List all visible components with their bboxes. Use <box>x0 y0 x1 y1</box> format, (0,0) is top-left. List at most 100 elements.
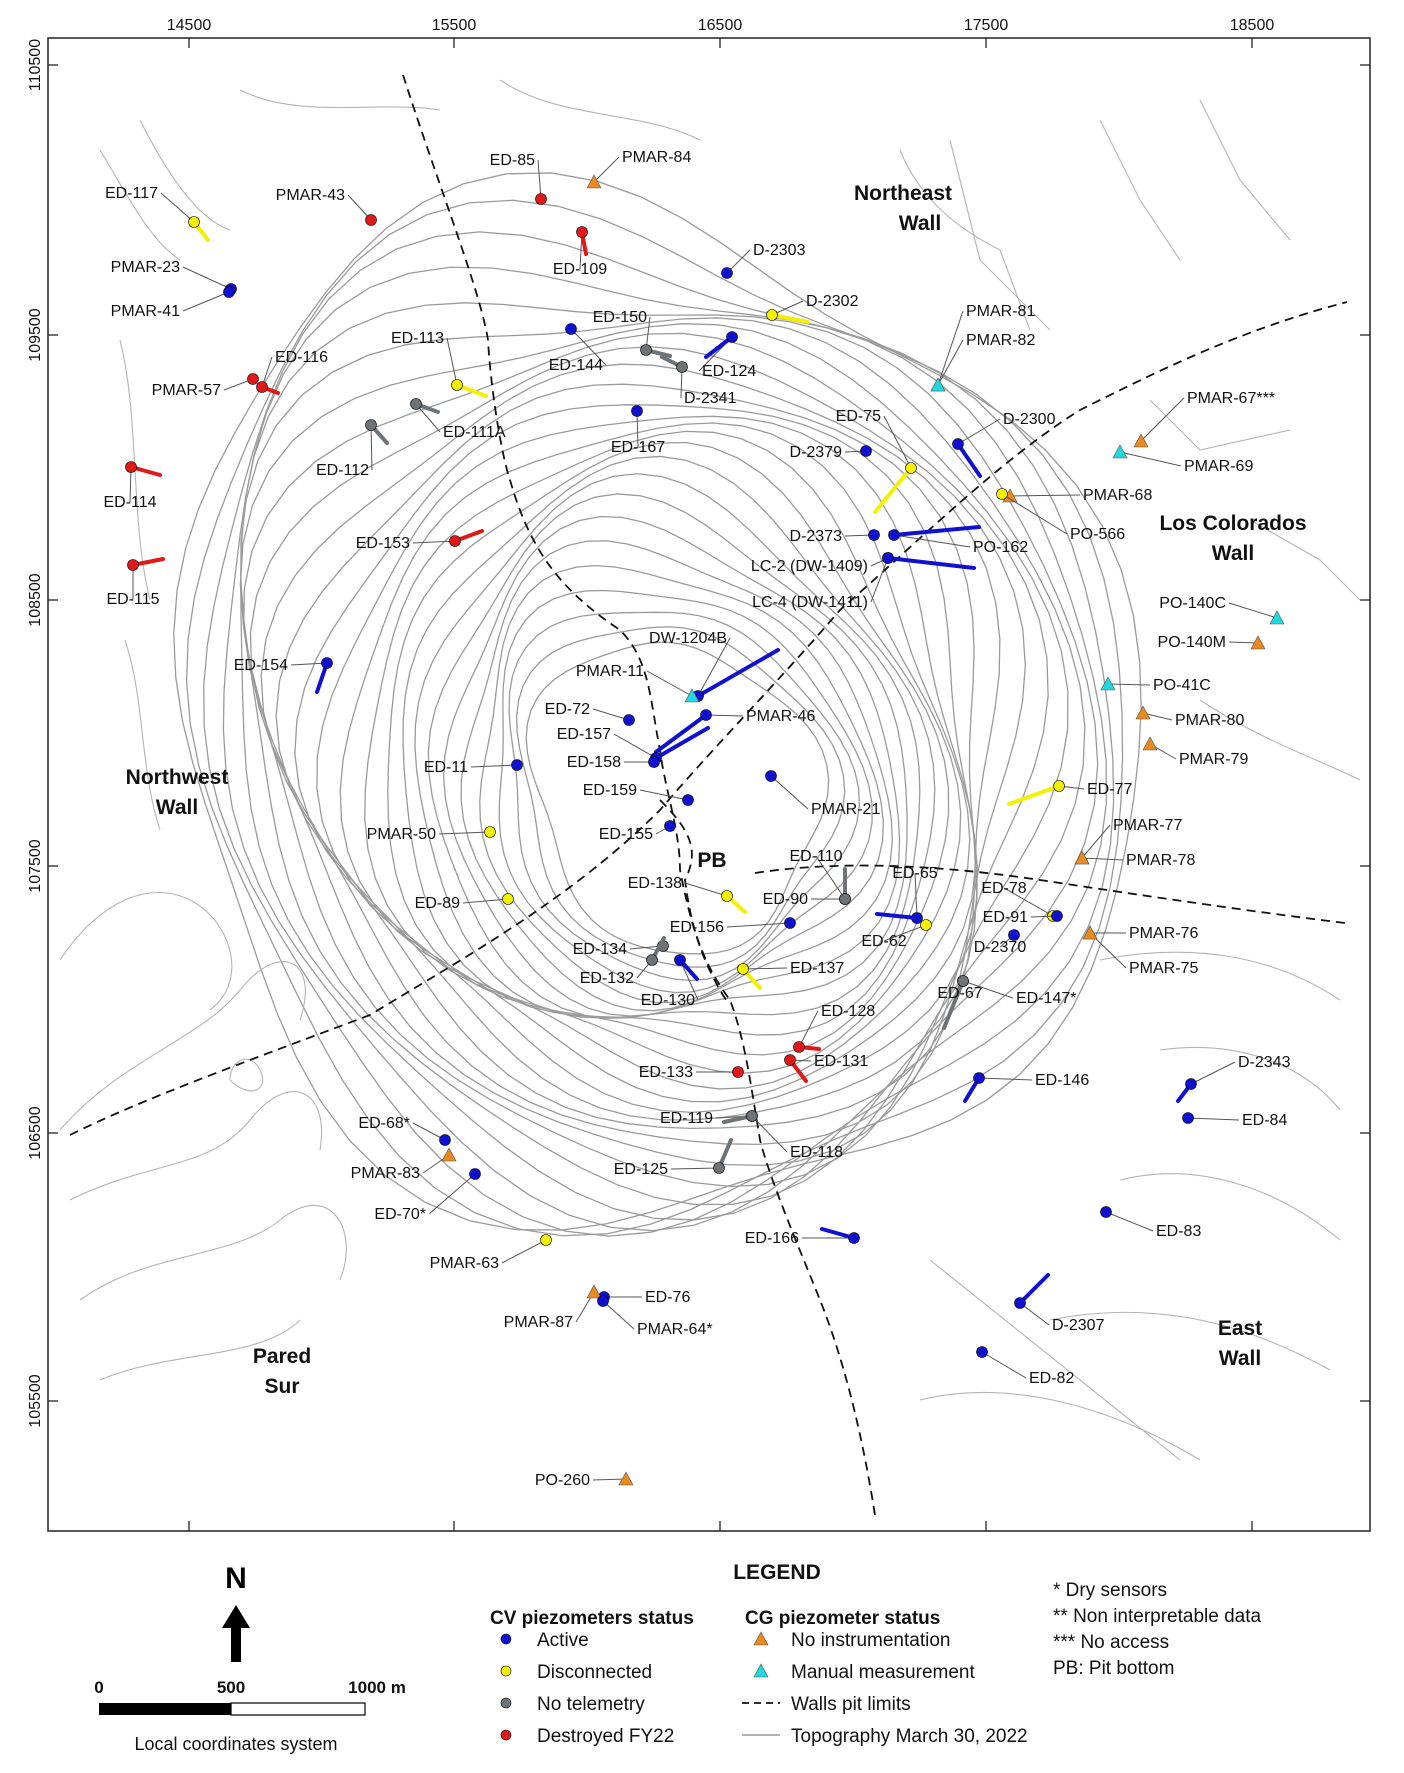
sensor-circle-marker <box>1053 780 1065 792</box>
sensor-leader-line <box>670 1167 720 1170</box>
sensor-leader-line <box>412 540 456 544</box>
sensor-circle-marker <box>502 893 514 905</box>
x-tick-label: 17500 <box>964 17 1009 34</box>
sensor-triangle-marker <box>1135 705 1151 720</box>
sensor-circle-marker <box>793 1041 805 1053</box>
sensor-circle-marker <box>860 445 872 457</box>
sensor-leader-line <box>1228 602 1278 619</box>
sensor-po-140m: PO-140M <box>1158 634 1266 651</box>
sensor-label: ED-83 <box>1156 1223 1201 1240</box>
sensor-circle-marker <box>737 963 749 975</box>
scale-bar-white-segment <box>230 1702 366 1716</box>
sensor-label: PMAR-41 <box>111 303 180 320</box>
sensor-label: PMAR-57 <box>152 382 221 399</box>
sensor-label: ED-124 <box>702 363 756 380</box>
sensor-label: ED-158 <box>567 754 621 771</box>
legend-manual-measurement-label: Manual measurement <box>791 1662 975 1683</box>
sensor-leader-line <box>798 1010 819 1048</box>
sensor-label: PMAR-77 <box>1113 817 1182 834</box>
sensor-circle-marker <box>511 759 523 771</box>
topography-contour <box>414 473 921 1019</box>
sensor-label: PO-566 <box>1070 526 1125 543</box>
topography-contour <box>243 332 1049 1167</box>
sensor-circle-marker <box>888 529 900 541</box>
sensor-triangle-marker <box>586 174 602 189</box>
sensor-label: PMAR-63 <box>430 1255 499 1272</box>
sensor-leader-line <box>937 339 964 386</box>
sensor-ed-113: ED-113 <box>391 330 488 398</box>
sensor-label: ED-156 <box>670 919 724 936</box>
topography-contour <box>203 231 1115 1237</box>
map-frame <box>47 37 1371 1532</box>
legend: LEGEND CV piezometers status CG piezomet… <box>490 1561 1262 1747</box>
sensor-label: ED-146 <box>1035 1072 1089 1089</box>
sensor-circle-marker <box>674 954 686 966</box>
sensor-circle-marker <box>1185 1078 1197 1090</box>
sensor-ed-133: ED-133 <box>639 1064 744 1081</box>
sensor-label: ED-90 <box>763 891 808 908</box>
sensor-leader-line <box>592 708 630 721</box>
sensor-leader-line <box>1187 1117 1240 1121</box>
sensor-leader-line <box>770 775 809 810</box>
sensor-orientation-line <box>956 442 982 478</box>
sensor-label: PO-162 <box>973 539 1028 556</box>
sensor-ed-124: ED-124 <box>698 331 756 380</box>
sensor-ed-137: ED-137 <box>737 960 844 990</box>
sensor-leader-line <box>537 159 542 200</box>
topography-contour <box>364 430 962 1074</box>
sensor-triangle-marker <box>1074 850 1090 865</box>
legend-no-instrumentation-label: No instrumentation <box>791 1630 950 1651</box>
sensor-leader-line <box>636 410 639 448</box>
sensor-leader-line <box>182 291 230 312</box>
sensor-d-2379: D-2379 <box>790 444 872 461</box>
sensor-circle-marker <box>410 398 422 410</box>
sensor-label: PMAR-76 <box>1129 925 1198 942</box>
sensor-circle-marker <box>911 912 923 924</box>
sensor-label: ED-112 <box>316 462 369 479</box>
sensor-circle-marker <box>700 709 712 721</box>
sensor-label: LC-2 (DW-1409) <box>751 558 868 575</box>
sensor-circle-marker <box>623 714 635 726</box>
sensor-leader-line <box>602 1300 635 1330</box>
sensor-label: ED-77 <box>1087 781 1132 798</box>
sensor-label: PO-140C <box>1159 595 1226 612</box>
sensor-leader-line <box>679 959 699 1001</box>
sensor-circle-marker <box>1100 1206 1112 1218</box>
sensor-label: ED-116 <box>275 349 328 366</box>
sensor-ed-83: ED-83 <box>1100 1206 1201 1240</box>
sensor-leader-line <box>470 764 518 768</box>
sensor-pmar-69: PMAR-69 <box>1112 444 1253 475</box>
sensor-label: PMAR-21 <box>811 801 880 818</box>
sensor-label: PMAR-83 <box>351 1165 420 1182</box>
sensor-ed-131: ED-131 <box>784 1053 868 1083</box>
sensor-label: D-2341 <box>684 390 737 407</box>
sensor-label: PMAR-82 <box>966 332 1035 349</box>
sensor-pmar-63: PMAR-63 <box>430 1234 552 1272</box>
scale-label-500: 500 <box>217 1678 245 1697</box>
sensor-leader-line <box>893 534 971 548</box>
sensor-label: PMAR-50 <box>367 826 436 843</box>
sensor-label: ED-75 <box>836 408 881 425</box>
sensor-circle-marker <box>321 657 333 669</box>
sensor-leader-line <box>883 924 927 942</box>
sensor-d-2303: D-2303 <box>721 242 806 279</box>
sensor-label: PMAR-23 <box>111 259 180 276</box>
y-axis-labels: 110500 109500 108500 107500 106500 10550… <box>27 39 44 1428</box>
sensor-ed-85: ED-85 <box>490 152 547 205</box>
sensor-ed-159: ED-159 <box>583 782 694 806</box>
topography-contour <box>508 611 861 982</box>
sensor-label: ED-137 <box>790 960 844 977</box>
sensor-label: D-2302 <box>806 293 859 310</box>
topography-contour <box>316 415 976 1103</box>
sensor-leader-line <box>751 1115 788 1153</box>
topography-contour <box>240 302 1099 1221</box>
scale-label-1000: 1000 m <box>348 1678 406 1697</box>
sensor-ed-112: ED-112 <box>316 419 389 479</box>
sensor-pmar-83: PMAR-83 <box>351 1147 457 1182</box>
legend-note: *** No access <box>1053 1632 1169 1653</box>
sensor-leader-line <box>914 872 918 919</box>
sensor-label: D-2303 <box>753 242 806 259</box>
sensor-circle-marker <box>576 226 588 238</box>
